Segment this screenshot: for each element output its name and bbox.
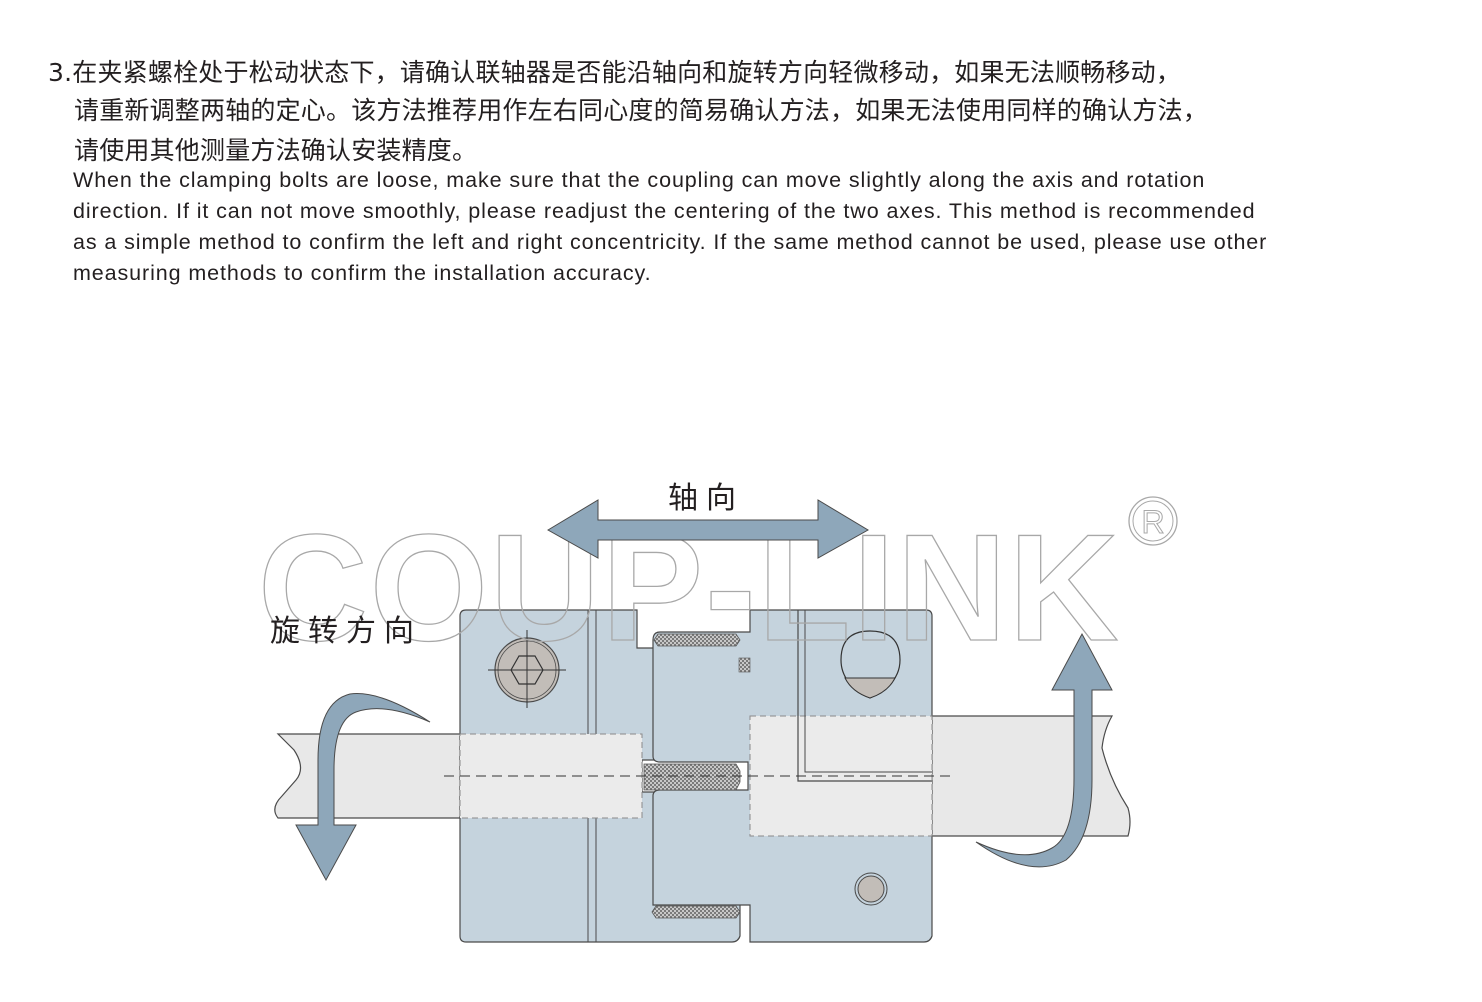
instruction-en-line-3: as a simple method to confirm the left a… — [73, 230, 1268, 254]
svg-text:R: R — [1141, 504, 1164, 540]
instruction-en-line-2: direction. If it can not move smoothly, … — [73, 199, 1256, 223]
set-screw-icon — [854, 872, 888, 906]
instruction-cn-line-1: 3.在夹紧螺栓处于松动状态下，请确认联轴器是否能沿轴向和旋转方向轻微移动，如果无… — [48, 53, 1181, 89]
step-number: 3. — [48, 58, 73, 87]
instruction-en-line-4: measuring methods to confirm the install… — [73, 261, 652, 285]
registered-mark-icon: R — [1128, 496, 1178, 546]
instruction-en-line-1: When the clamping bolts are loose, make … — [73, 168, 1206, 192]
instruction-cn-line-3: 请使用其他测量方法确认安装精度。 — [74, 136, 478, 165]
cn-text: 在夹紧螺栓处于松动状态下，请确认联轴器是否能沿轴向和旋转方向轻微移动，如果无法顺… — [72, 58, 1182, 87]
right-shaft — [929, 715, 1131, 837]
rotation-direction-label: 旋转方向 — [270, 614, 422, 649]
rotation-arrow-right-icon — [975, 632, 1113, 868]
bolt-hole-icon — [840, 630, 901, 699]
axial-double-arrow-icon — [547, 499, 869, 559]
instruction-cn-line-2: 请重新调整两轴的定心。该方法推荐用作左右同心度的简易确认方法，如果无法使用同样的… — [74, 96, 1209, 125]
axial-direction-label: 轴向 — [668, 481, 744, 516]
spider-elements — [643, 633, 751, 919]
clamping-bolt-icon — [488, 630, 566, 708]
rotation-arrow-left-icon — [295, 693, 431, 882]
